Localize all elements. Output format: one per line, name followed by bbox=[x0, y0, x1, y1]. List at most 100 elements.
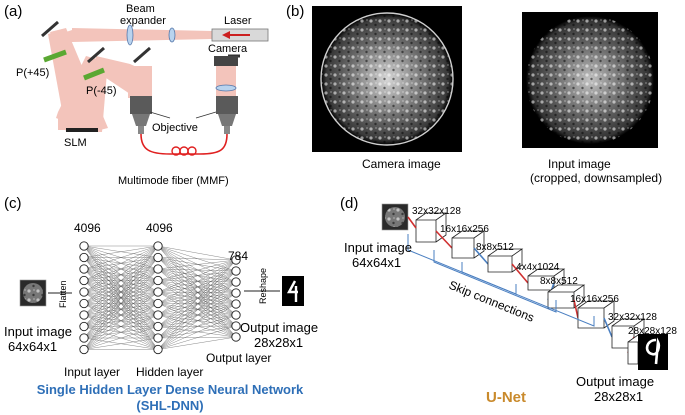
input-image-label-1: Input image bbox=[548, 157, 611, 171]
dnn-edge bbox=[157, 325, 237, 339]
dnn-edge bbox=[83, 245, 159, 270]
dnn-edge bbox=[157, 257, 237, 327]
dnn-edge bbox=[157, 326, 237, 338]
dnn-edge bbox=[157, 270, 237, 350]
input-image-label-2: (cropped, downsampled) bbox=[530, 171, 662, 185]
beam-expander-label-1: Beam bbox=[126, 3, 155, 15]
input-neuron bbox=[79, 298, 89, 309]
unet-layer-size-8: 28x28x128 bbox=[628, 326, 677, 337]
dnn-edge bbox=[157, 281, 237, 293]
dnn-edge bbox=[157, 325, 237, 327]
mirror-middle bbox=[87, 46, 105, 64]
dnn-input-speckle-texture bbox=[23, 283, 43, 303]
input-neuron bbox=[79, 287, 89, 297]
camera-speckle-texture bbox=[321, 13, 453, 145]
dnn-edge bbox=[157, 257, 237, 305]
expander-lens-1 bbox=[126, 24, 134, 46]
output-neuron bbox=[231, 321, 241, 331]
panel-c-label: (c) bbox=[4, 195, 22, 212]
unet-layer-size-7: 32x32x128 bbox=[608, 312, 657, 323]
dnn-edge bbox=[157, 270, 237, 293]
input-neuron bbox=[79, 344, 89, 355]
dnn-edge bbox=[157, 314, 237, 338]
dnn-edge bbox=[83, 245, 159, 281]
dnn-edge bbox=[157, 303, 237, 316]
panel-d-label: (d) bbox=[340, 195, 358, 212]
dnn-edge bbox=[157, 268, 237, 338]
dnn-edge bbox=[157, 245, 237, 261]
input-neuron bbox=[79, 275, 89, 286]
dnn-edge bbox=[157, 245, 237, 272]
panel-b-label: (b) bbox=[286, 3, 304, 20]
dnn-edge bbox=[157, 325, 237, 350]
output-neuron bbox=[231, 255, 241, 265]
panel-b: (b) Camera image Input image (cropped, d bbox=[286, 3, 662, 185]
dnn-edge bbox=[157, 259, 237, 350]
unet-input-label-1: Input image bbox=[344, 240, 412, 255]
dnn-edge bbox=[157, 281, 237, 339]
dnn-edge bbox=[157, 314, 237, 327]
unet-output-label-1: Output image bbox=[576, 374, 654, 389]
output-neuron bbox=[231, 266, 241, 276]
hidden-neuron bbox=[153, 287, 163, 297]
dnn-edge bbox=[157, 280, 237, 283]
hidden-neuron bbox=[153, 275, 163, 286]
dnn-edge bbox=[157, 270, 237, 327]
dnn-edge bbox=[83, 303, 159, 350]
p-plus45-label: P(+45) bbox=[16, 67, 49, 79]
dnn-edge bbox=[157, 245, 237, 294]
dnn-edge bbox=[83, 245, 159, 316]
dnn-edge bbox=[157, 280, 237, 338]
dnn-edge bbox=[157, 268, 237, 283]
dnn-edge bbox=[157, 268, 237, 305]
objective-pointer-right bbox=[195, 111, 217, 119]
unet-input-connector bbox=[407, 216, 417, 229]
dnn-edge bbox=[157, 259, 237, 281]
mirror-top-left bbox=[41, 20, 59, 38]
dnn-edge bbox=[157, 280, 237, 327]
beam-objective-in bbox=[128, 66, 152, 98]
input-neuron bbox=[79, 252, 89, 263]
dnn-edge bbox=[157, 257, 237, 261]
dnn-edge bbox=[157, 291, 237, 305]
unet-block-connector bbox=[573, 299, 579, 319]
dnn-edge bbox=[157, 303, 237, 339]
unet-block-connector bbox=[603, 317, 613, 338]
dnn-edge bbox=[83, 326, 159, 350]
unet-layer-size-3: 8x8x512 bbox=[476, 242, 514, 253]
dnn-title-1: Single Hidden Layer Dense Neural Network bbox=[37, 382, 304, 397]
hidden-neuron bbox=[153, 333, 163, 343]
input-neuron bbox=[79, 333, 89, 343]
unet-layer-size-2: 16x16x256 bbox=[440, 224, 489, 235]
dnn-edge bbox=[157, 268, 237, 316]
hidden-neuron bbox=[153, 252, 163, 263]
unet-block-connector bbox=[511, 263, 529, 284]
dnn-edge bbox=[157, 280, 237, 294]
dnn-edge bbox=[83, 245, 159, 258]
dnn-edge bbox=[157, 292, 237, 316]
dnn-edge bbox=[157, 280, 237, 316]
expander-lens-2 bbox=[168, 27, 176, 43]
unet-input-label-2: 64x64x1 bbox=[352, 255, 401, 270]
dnn-edge bbox=[157, 281, 237, 316]
laser-arrow-head bbox=[222, 31, 230, 39]
dnn-edge bbox=[157, 292, 237, 304]
input-neuron bbox=[79, 321, 89, 332]
unet-layer-size-4: 4x4x1024 bbox=[516, 262, 560, 273]
hidden-neuron bbox=[153, 241, 163, 251]
size-output: 784 bbox=[228, 249, 248, 263]
size-hidden: 4096 bbox=[146, 221, 173, 235]
dnn-edge bbox=[157, 291, 237, 316]
dnn-edge bbox=[157, 259, 237, 316]
panel-a: (a) SLM P(+45) bbox=[4, 3, 269, 187]
dnn-edge bbox=[157, 257, 237, 338]
dnn-edge bbox=[157, 280, 237, 305]
skip-connections-label: Skip connections bbox=[447, 278, 536, 325]
dnn-edge bbox=[157, 281, 237, 350]
dnn-edge bbox=[83, 245, 159, 304]
dnn-edge bbox=[157, 257, 237, 316]
dnn-edge bbox=[157, 270, 237, 304]
dnn-edge bbox=[157, 336, 237, 339]
dnn-edge bbox=[83, 245, 159, 350]
